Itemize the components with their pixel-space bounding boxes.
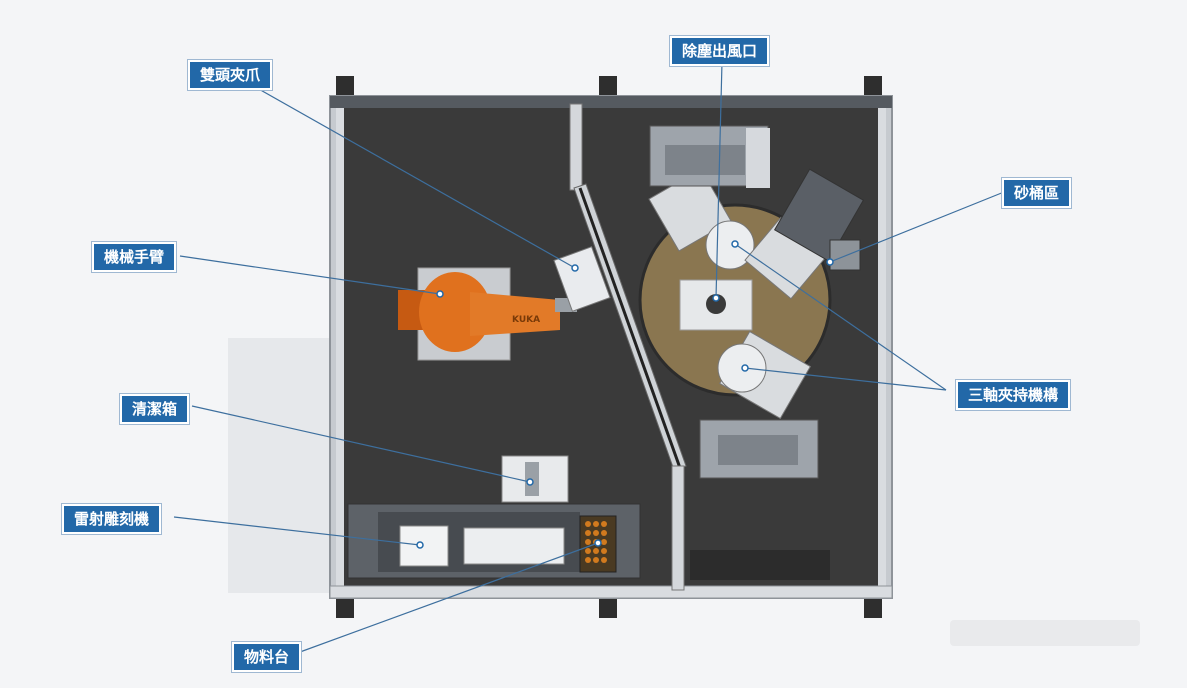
sand-bucket-unit: [773, 168, 865, 271]
label-cleaning-box: 清潔箱: [120, 394, 190, 424]
top-rail: [330, 96, 892, 108]
leader-dots: [416, 240, 834, 549]
label-robot-arm: 機械手臂: [92, 242, 177, 272]
right-rail: [878, 108, 886, 586]
leader-lines: [173, 61, 1005, 653]
mounting-tabs: [336, 76, 882, 618]
label-dust-outlet: 除塵出風口: [670, 36, 770, 66]
robot-brand-label: KUKA: [512, 315, 540, 325]
watermark-blur: [950, 620, 1140, 646]
gripper-head: [553, 246, 611, 312]
left-rail: [336, 108, 344, 586]
divider-wall: [569, 103, 687, 591]
bottom-right-machine: [690, 419, 830, 580]
clamp-modules: [648, 168, 828, 420]
background-panel: [228, 338, 338, 593]
label-gripper: 雙頭夾爪: [188, 60, 273, 90]
label-three-axis-clamp: 三軸夾持機構: [956, 380, 1071, 410]
bottom-rail: [329, 585, 893, 599]
label-sand-bucket: 砂桶區: [1002, 178, 1072, 208]
label-material-table: 物料台: [232, 642, 302, 672]
cleaning-box: [501, 455, 569, 503]
label-laser-engraver: 雷射雕刻機: [62, 504, 162, 534]
dust-outlet-unit: [649, 125, 770, 188]
